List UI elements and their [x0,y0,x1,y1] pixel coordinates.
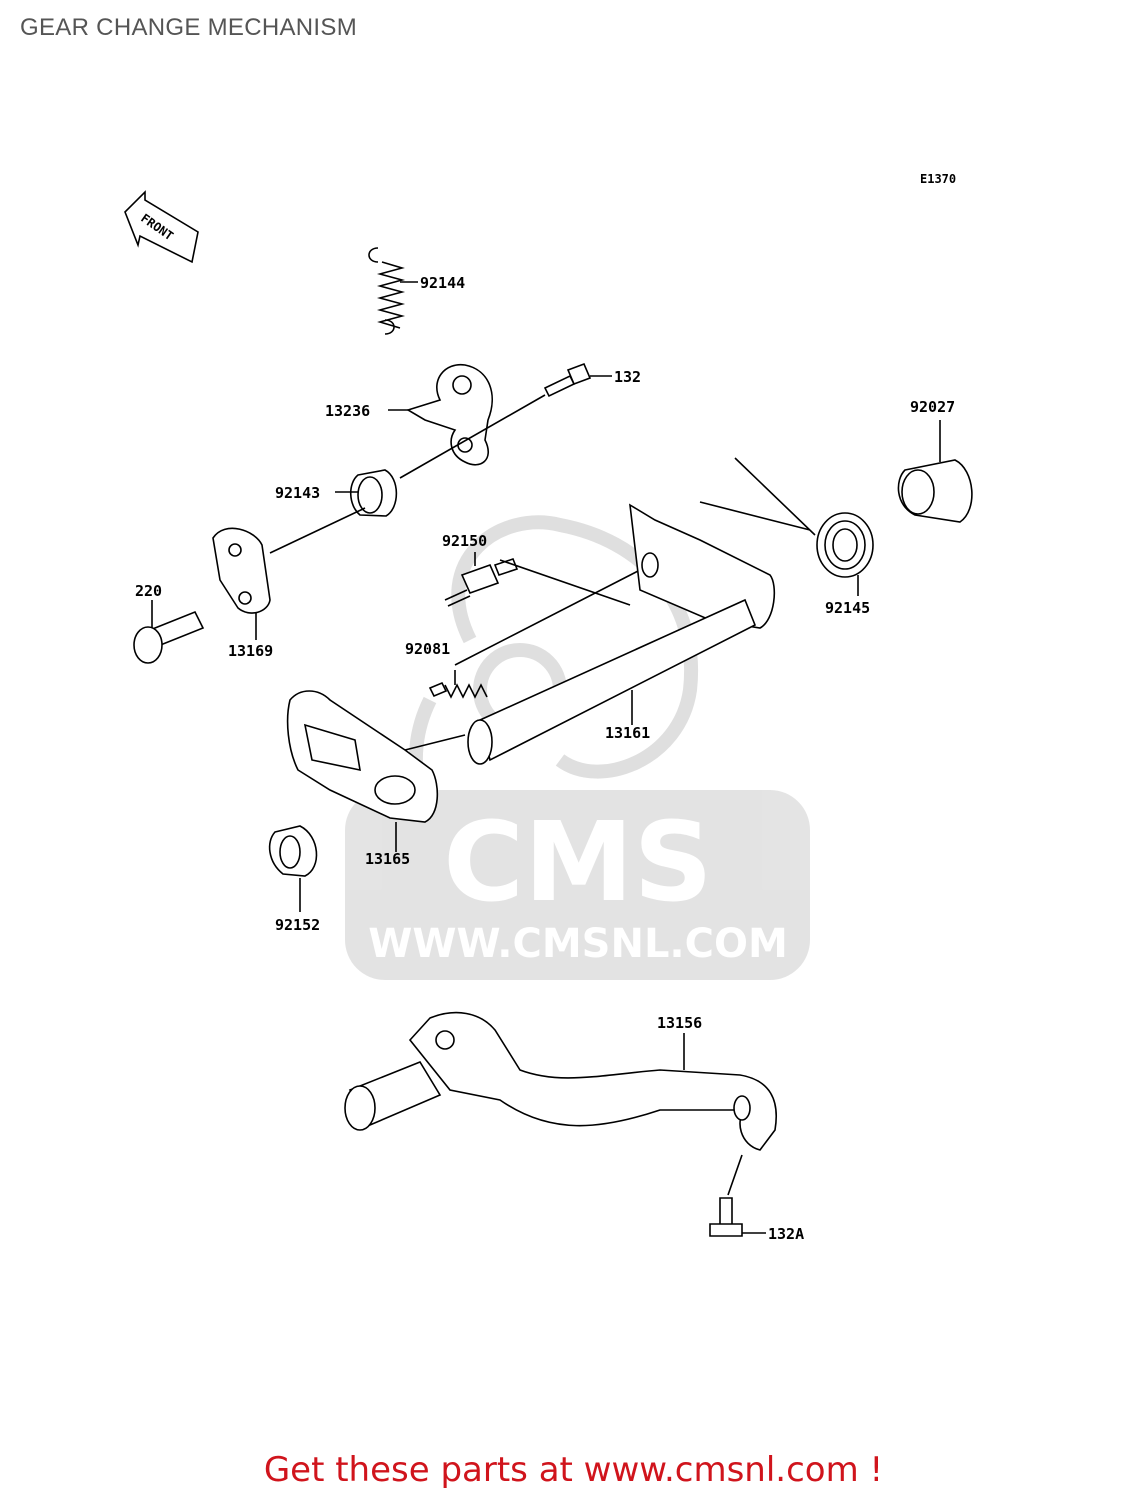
bolt-132 [543,362,612,398]
part-label-92144: 92144 [420,274,465,292]
part-label-13165: 13165 [365,850,410,868]
screw-220 [133,600,205,664]
page-title: GEAR CHANGE MECHANISM [20,14,358,41]
leader-line [404,734,466,751]
part-label-92027: 92027 [910,398,955,416]
part-label-92150: 92150 [442,532,487,550]
diagram-code: E1370 [920,172,956,186]
part-label-13156: 13156 [657,1014,702,1032]
collar-92143 [335,469,398,517]
part-label-92081: 92081 [405,640,450,658]
watermark-badge [345,790,810,980]
part-label-92145: 92145 [825,599,870,617]
front-arrow-icon: FRONT [124,190,199,264]
part-label-132A: 132A [768,1225,804,1243]
leader-line [499,559,631,606]
plate-13169 [212,527,271,640]
washer-92152 [268,825,318,912]
leader-line [454,569,641,666]
part-label-220: 220 [135,582,162,600]
part-label-13161: 13161 [605,724,650,742]
pin-92150 [444,552,519,607]
plate-13165 [286,690,439,852]
spring-92144 [368,247,418,335]
spring-92081 [428,670,488,699]
bolt-132A [709,1154,766,1237]
leader-line [399,394,546,479]
part-label-13236: 13236 [325,402,370,420]
footer-shop-link[interactable]: Get these parts at www.cmsnl.com ! [263,1450,884,1490]
part-label-132: 132 [614,368,641,386]
part-label-92143: 92143 [275,484,320,502]
shift-pedal-13156 [344,1011,777,1151]
lever-13236 [388,363,493,466]
part-label-13169: 13169 [228,642,273,660]
watermark-brand: CMS [443,798,712,926]
bushing-92027 [897,420,973,523]
leader-line [269,507,366,554]
torsion-spring-92145 [699,457,874,596]
shaft-13161 [467,503,776,765]
part-label-92152: 92152 [275,916,320,934]
watermark-url: WWW.CMSNL.COM [368,921,788,967]
